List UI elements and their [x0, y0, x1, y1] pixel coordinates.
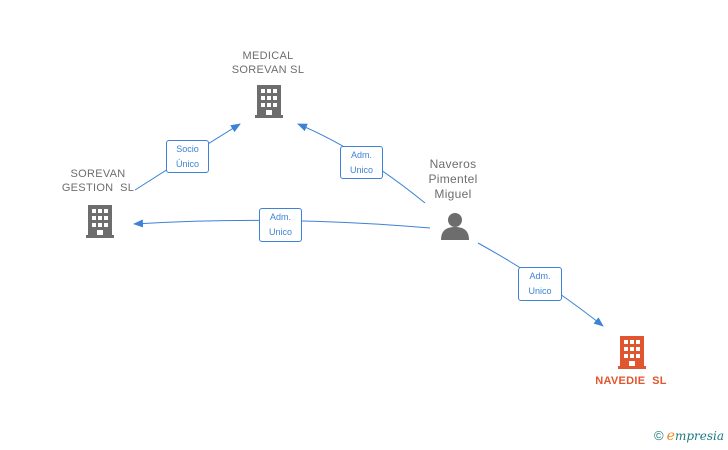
company-sorevan-gestion-sl[interactable]: SOREVAN GESTION SL [48, 167, 148, 195]
empresia-logo-mark: e [666, 428, 675, 444]
edge-label-adm-unico: Adm. Unico [340, 146, 383, 179]
person-name-line: Pimentel [428, 172, 478, 186]
person-name-line: Naveros [429, 157, 477, 171]
company-name-line: MEDICAL [242, 50, 294, 62]
building-icon [618, 336, 646, 369]
edge-label-socio-unico: Socio Único [166, 140, 209, 173]
building-icon [255, 85, 283, 118]
company-navedie-sl[interactable]: NAVEDIE SL [578, 374, 684, 388]
company-name-line: NAVEDIE SL [595, 375, 667, 387]
company-name-line: SOREVAN [70, 168, 126, 180]
building-icon [86, 205, 114, 238]
empresia-logo-text: mpresia [674, 429, 724, 443]
person-naveros-pimentel-miguel[interactable]: Naveros Pimentel Miguel [413, 157, 493, 202]
copyright-symbol: © [654, 428, 664, 443]
edge-label-adm-unico: Adm. Unico [259, 208, 302, 242]
person-icon [441, 213, 469, 240]
edge-label-adm-unico: Adm. Unico [518, 267, 562, 301]
person-name-line: Miguel [434, 187, 472, 201]
empresia-footer: ©empresia [654, 428, 724, 444]
company-medical-sorevan-sl[interactable]: MEDICAL SOREVAN SL [218, 49, 318, 77]
company-name-line: GESTION SL [61, 182, 135, 194]
company-name-line: SOREVAN SL [231, 64, 305, 76]
